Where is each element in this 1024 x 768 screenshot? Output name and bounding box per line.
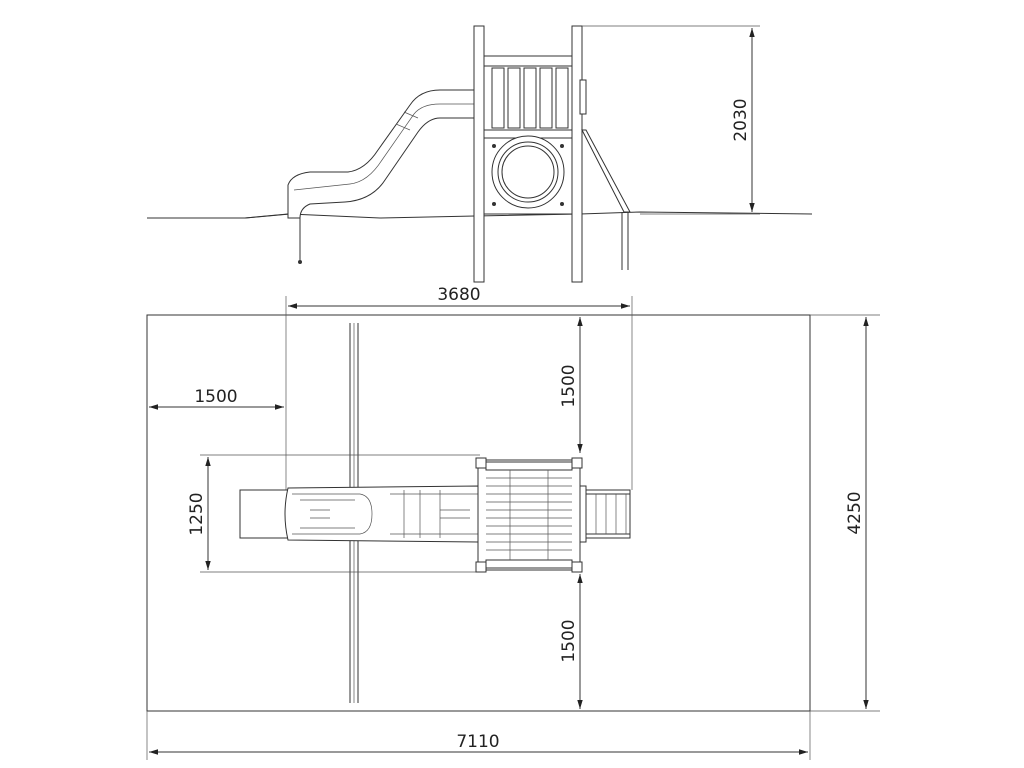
total-width-label: 7110 (456, 732, 499, 752)
width-dimension: 3680 (288, 285, 630, 309)
tower-plan (475, 457, 587, 573)
top-clearance-label: 1500 (559, 364, 579, 407)
total-width-dimension: 7110 (149, 732, 808, 755)
depth-dimension: 1250 (187, 457, 211, 570)
safety-zone (146, 314, 811, 712)
slide-plan (239, 485, 479, 543)
ladder-plan (585, 489, 631, 539)
top-clearance-dimension: 1500 (559, 317, 583, 453)
total-depth-dimension: 4250 (845, 317, 869, 709)
bottom-clearance-dimension: 1500 (559, 574, 583, 709)
plan-view: 3680 1500 1500 1500 1250 4250 (146, 285, 880, 760)
left-clearance-dimension: 1500 (149, 387, 284, 410)
height-dimension: 2030 (582, 25, 760, 215)
ladder-elevation (581, 129, 631, 270)
bottom-clearance-label: 1500 (559, 619, 579, 662)
total-depth-label: 4250 (845, 491, 865, 534)
width-dimension-label: 3680 (437, 285, 480, 305)
left-clearance-label: 1500 (194, 387, 237, 407)
side-elevation-view: 2030 (147, 25, 813, 283)
tower-elevation (473, 25, 587, 283)
height-dimension-label: 2030 (731, 98, 751, 141)
depth-dimension-label: 1250 (187, 492, 207, 535)
slide-elevation (244, 89, 479, 264)
